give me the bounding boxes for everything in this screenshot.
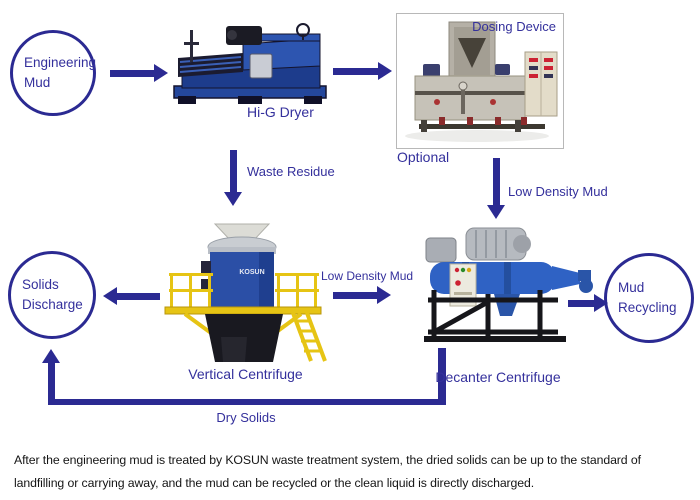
solids-discharge-label: Solids Discharge (22, 277, 83, 312)
arrow-engineering-mud-to-dryer (110, 64, 168, 82)
vertical-centrifuge-image: KOSUN (164, 223, 327, 362)
kosun-brand-text: KOSUN (239, 269, 264, 276)
arrow-dry-solids-up (42, 349, 60, 401)
dosing-device-image (405, 21, 558, 142)
engineering-mud-label: Engineering Mud (24, 55, 97, 90)
solids-discharge-node: Solids Discharge (8, 251, 96, 339)
optional-caption: Optional (397, 149, 450, 165)
arrow-decanter-to-mud-recycling (568, 294, 608, 312)
dosing-device-frame: Dosing Device (396, 13, 564, 149)
dosing-device-caption: Dosing Device (472, 19, 556, 34)
engineering-mud-node: Engineering Mud (10, 30, 96, 116)
arrow-low-density-mud-mid (333, 286, 391, 304)
hi-g-dryer-caption: Hi-G Dryer (247, 104, 314, 120)
decanter-centrifuge-caption: Decanter Centrifuge (435, 369, 561, 385)
hi-g-dryer-image (173, 23, 327, 104)
arrow-centrifuge-to-solids-discharge (103, 287, 160, 305)
footer-description: After the engineering mud is treated by … (14, 453, 641, 490)
dry-solids-caption: Dry Solids (216, 410, 276, 425)
line-dry-solids-horizontal (48, 399, 446, 405)
low-density-mud-right-caption: Low Density Mud (508, 184, 608, 199)
mud-recycling-label: Mud Recycling (618, 280, 677, 315)
arrow-waste-residue-down (224, 150, 242, 206)
line-decanter-down (438, 348, 446, 405)
low-density-mud-mid-caption: Low Density Mud (321, 269, 414, 283)
mud-recycling-node: Mud Recycling (604, 253, 694, 343)
vertical-centrifuge-caption: Vertical Centrifuge (188, 366, 303, 382)
waste-residue-caption: Waste Residue (247, 164, 335, 179)
decanter-centrifuge-image (424, 227, 593, 342)
arrow-dryer-to-dosing (333, 62, 392, 80)
arrow-low-density-mud-down (487, 158, 505, 219)
